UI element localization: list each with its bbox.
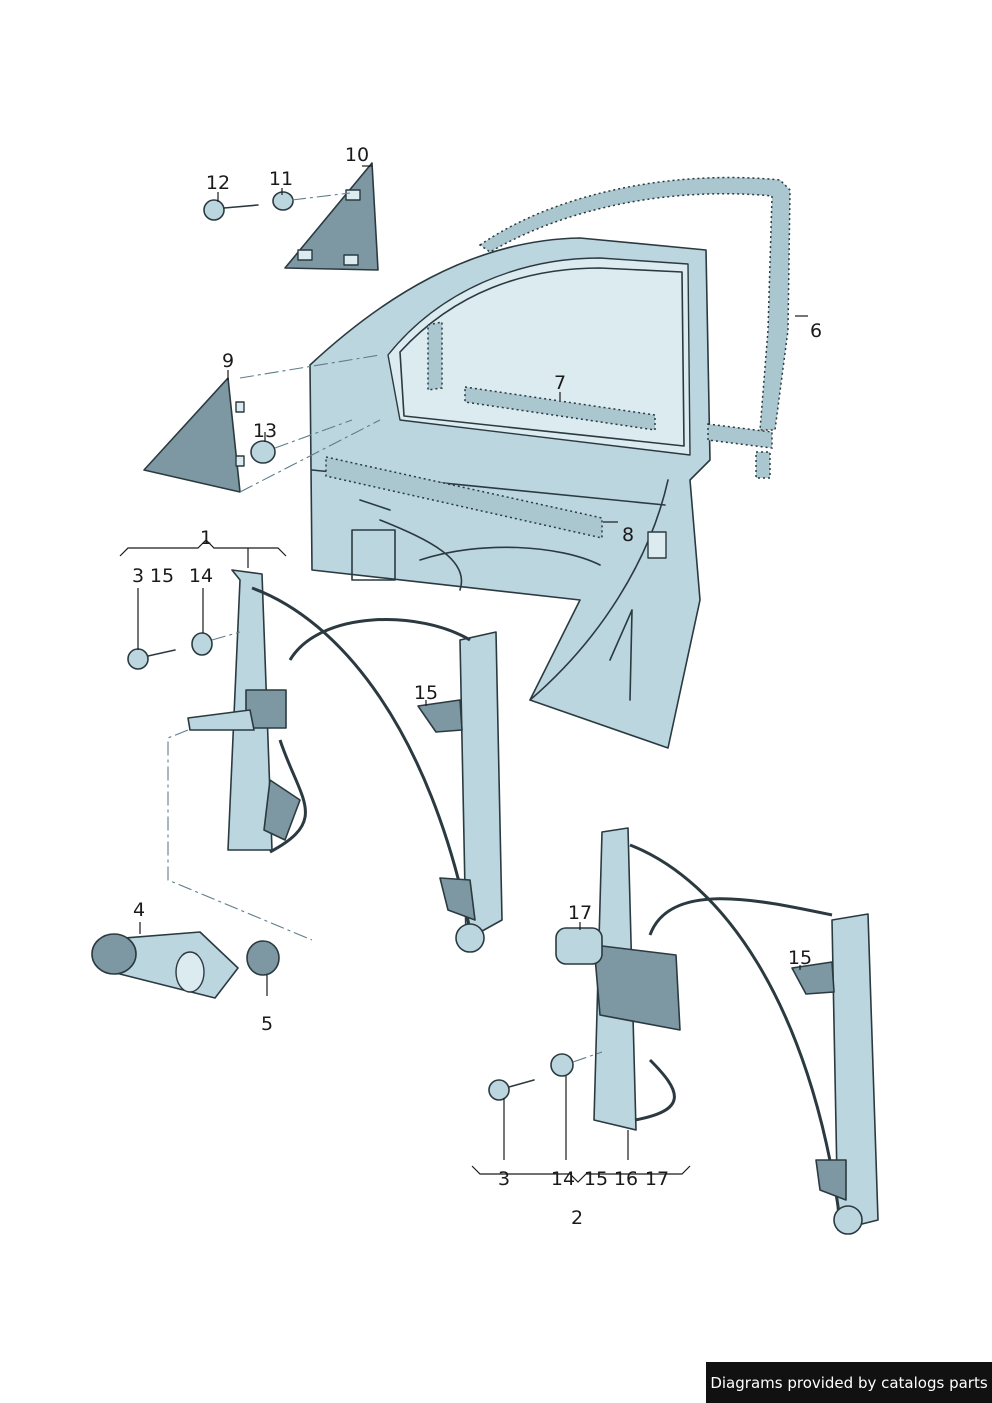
window-regulator-2 <box>555 827 879 1235</box>
bolt-12 <box>203 199 259 221</box>
bolt-3-lower <box>488 1051 603 1101</box>
label-11: 11 <box>269 168 293 190</box>
label-3-lower: 3 <box>498 1168 510 1190</box>
clip-15-upper <box>417 699 463 733</box>
clip-15-lower <box>791 961 835 995</box>
label-6: 6 <box>810 320 822 342</box>
label-17-lower: 17 <box>645 1168 669 1190</box>
label-17-motor: 17 <box>568 902 592 924</box>
label-10: 10 <box>345 144 369 166</box>
bolt-3-upper <box>127 631 241 670</box>
label-9: 9 <box>222 350 234 372</box>
mirror-cover-10 <box>284 162 379 271</box>
label-2: 2 <box>571 1207 583 1229</box>
label-14-upper: 14 <box>189 565 213 587</box>
label-13: 13 <box>253 420 277 442</box>
label-14-lower: 14 <box>551 1168 575 1190</box>
seal-6 <box>478 176 791 479</box>
label-8: 8 <box>622 524 634 546</box>
phantom-line-crank <box>167 729 313 941</box>
label-15-clip-upper: 15 <box>414 682 438 704</box>
label-16: 16 <box>614 1168 638 1190</box>
door-shell <box>309 237 711 749</box>
label-12: 12 <box>206 172 230 194</box>
window-crank-4 <box>91 931 239 999</box>
label-7: 7 <box>554 372 566 394</box>
label-15-lower: 15 <box>584 1168 608 1190</box>
mirror-cover-9 <box>143 377 245 493</box>
label-4: 4 <box>133 899 145 921</box>
window-regulator-1 <box>187 569 503 953</box>
label-15-clip-lower: 15 <box>788 947 812 969</box>
trim-ring-5 <box>246 940 280 976</box>
label-5: 5 <box>261 1013 273 1035</box>
seal-7-vertical <box>427 321 443 391</box>
phantom-line-9 <box>239 354 381 493</box>
label-1: 1 <box>200 527 212 549</box>
seal-8 <box>325 456 603 539</box>
nut-13 <box>250 440 276 464</box>
label-15-upper-left: 15 <box>150 565 174 587</box>
label-3-upper: 3 <box>132 565 144 587</box>
credit-banner: Diagrams provided by catalogs parts <box>706 1362 992 1403</box>
leader-lines <box>119 165 808 1183</box>
seal-7 <box>464 386 656 431</box>
washer-11 <box>272 191 294 211</box>
